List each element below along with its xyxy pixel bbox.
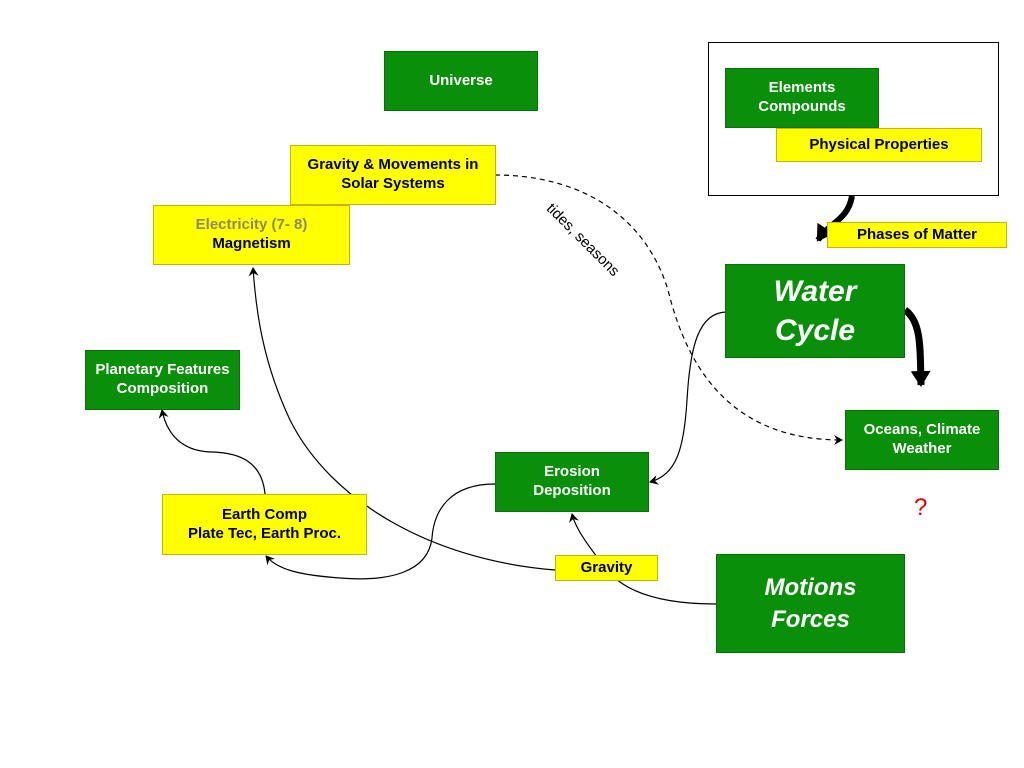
arrow-water-cycle-to-oceans — [902, 307, 931, 387]
phases-of-matter-box[interactable]: Phases of Matter — [827, 222, 1007, 248]
weather-label: Weather — [892, 440, 952, 457]
plate-tec-label: Plate Tec, Earth Proc. — [187, 524, 342, 542]
arrow-frame-to-water-cycle — [815, 195, 855, 242]
universe-box[interactable]: Universe — [384, 51, 538, 111]
earth-comp-label: Earth Comp — [221, 505, 307, 523]
electricity-label: Electricity (7- 8) — [195, 216, 308, 234]
motions-forces-box[interactable]: Motions Forces — [716, 554, 905, 653]
arrow-water-cycle-to-erosion — [649, 311, 728, 485]
forces-label: Forces — [771, 605, 850, 633]
arrow-erosion-to-earth-comp — [265, 483, 496, 580]
oceans-climate-box[interactable]: Oceans, Climate Weather — [845, 410, 999, 470]
water-cycle-box[interactable]: Water Cycle — [725, 264, 905, 358]
arrow-tides-seasons — [494, 174, 843, 445]
physical-properties-label: Physical Properties — [809, 135, 949, 153]
universe-label: Universe — [429, 71, 493, 89]
gravity-box[interactable]: Gravity — [555, 555, 658, 581]
erosion-deposition-box[interactable]: Erosion Deposition — [495, 452, 649, 512]
elements-compounds-box[interactable]: Elements Compounds — [725, 68, 879, 128]
gravity-movements-box[interactable]: Gravity & Movements in Solar Systems — [290, 145, 496, 205]
electricity-magnetism-box[interactable]: Electricity (7- 8) Magnetism — [153, 205, 350, 265]
gravity-label: Gravity — [580, 558, 633, 576]
magnetism-label: Magnetism — [212, 235, 291, 252]
compounds-label: Compounds — [758, 98, 846, 115]
planetary-features-box[interactable]: Planetary Features Composition — [85, 350, 240, 410]
motions-label: Motions — [764, 574, 857, 602]
physical-properties-box[interactable]: Physical Properties — [776, 128, 982, 162]
gravity-movements-line1: Gravity & Movements in — [307, 156, 479, 174]
earth-comp-box[interactable]: Earth Comp Plate Tec, Earth Proc. — [162, 494, 367, 555]
planetary-features-label: Planetary Features — [95, 361, 230, 379]
phases-of-matter-label: Phases of Matter — [856, 225, 978, 243]
deposition-label: Deposition — [533, 482, 611, 499]
arrow-gravity-to-magnetism — [248, 267, 556, 571]
composition-label: Composition — [116, 380, 209, 397]
erosion-label: Erosion — [544, 463, 600, 481]
elements-label: Elements — [768, 79, 836, 97]
gravity-movements-line2: Solar Systems — [341, 175, 445, 192]
question-mark: ? — [914, 494, 928, 521]
water-label: Water — [773, 275, 857, 308]
oceans-climate-label: Oceans, Climate — [863, 421, 981, 439]
arrow-earth-comp-to-planetary — [158, 409, 266, 495]
cycle-label: Cycle — [774, 314, 856, 347]
